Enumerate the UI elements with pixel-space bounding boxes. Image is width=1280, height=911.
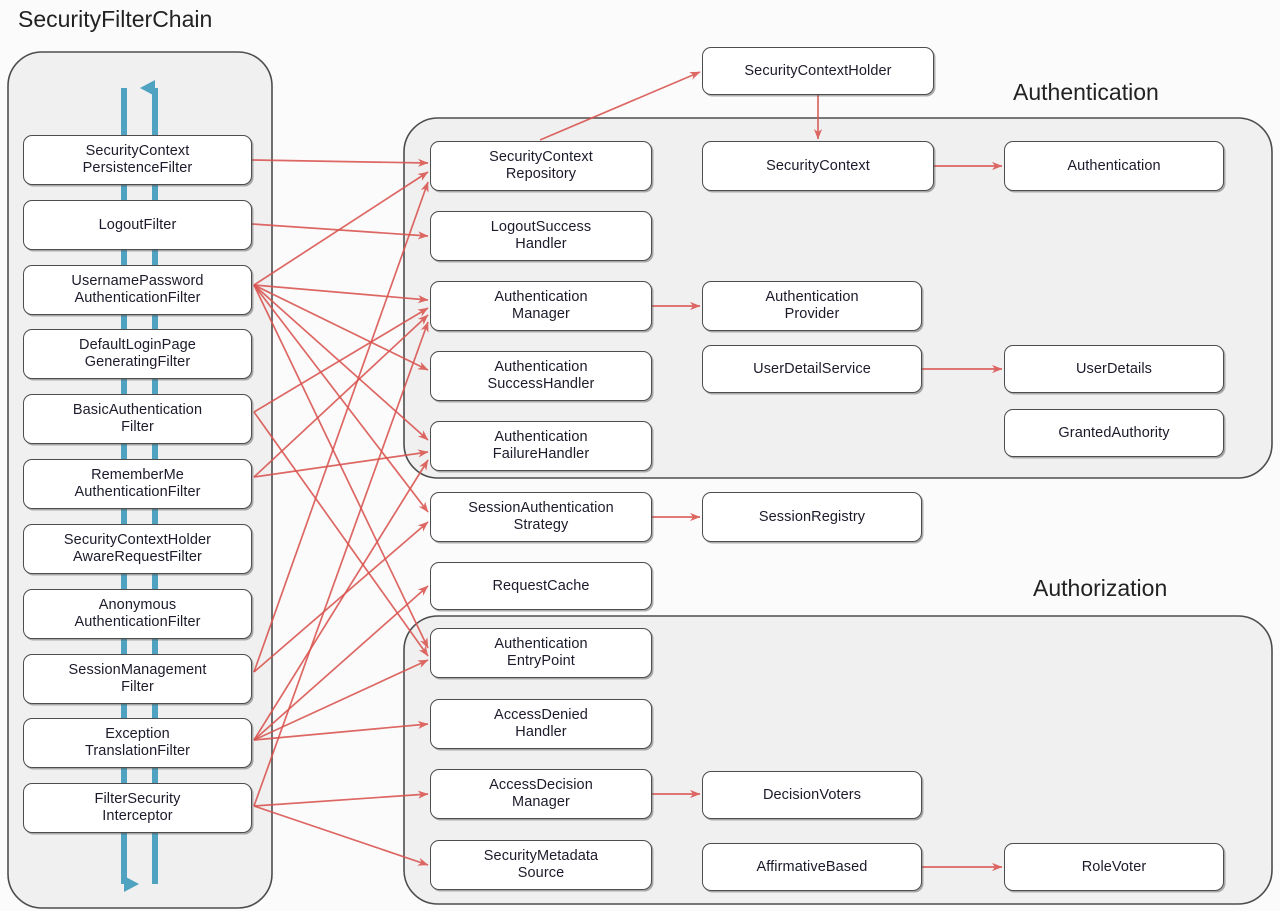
link-ExceptionTranslationFilter-to-AuthenticationFailureHandler — [253, 459, 429, 741]
node-security-context[interactable]: SecurityContext — [702, 141, 934, 191]
link-FilterSecurityInterceptor-to-AccessDecisionManager — [253, 790, 429, 807]
node-label: SessionRegistry — [758, 508, 866, 525]
relationship-arrows — [251, 71, 1003, 872]
group-title-filter-chain: SecurityFilterChain — [18, 6, 213, 32]
node-request-cache[interactable]: RequestCache — [430, 562, 652, 610]
link-UsernamePasswordAuthenticationFilter-to-AuthenticationEntryPoint — [253, 284, 429, 649]
node-label: Authentication — [1067, 157, 1161, 174]
node-label: SecurityContextHolder — [744, 62, 892, 79]
link-FilterSecurityInterceptor-to-SecurityMetadataSource — [253, 805, 429, 866]
group-title-authentication: Authentication — [1013, 79, 1159, 105]
node-label: RoleVoter — [1081, 858, 1147, 875]
node-security-context-holder[interactable]: SecurityContextHolder — [702, 47, 934, 95]
link-SecurityContextRepository-to-SecurityContextHolder — [539, 71, 701, 141]
link-ExceptionTranslationFilter-to-AuthenticationEntryPoint — [253, 659, 429, 741]
link-UsernamePasswordAuthenticationFilter-to-AuthenticationSuccessHandler — [253, 284, 429, 371]
node-label: SecurityContext — [766, 157, 870, 174]
link-UsernamePasswordAuthenticationFilter-to-SessionAuthenticationStrategy — [253, 284, 429, 513]
link-ExceptionTranslationFilter-to-RequestCache — [253, 585, 429, 741]
link-SessionManagementFilter-to-SessionAuthenticationStrategy — [253, 521, 429, 673]
link-FilterSecurityInterceptor-to-AuthenticationManager — [253, 321, 429, 807]
link-SessionManagementFilter-to-SecurityContextRepository — [253, 181, 429, 673]
link-UsernamePasswordAuthenticationFilter-to-AuthenticationManager — [253, 284, 429, 304]
link-BasicAuthenticationFilter-to-AuthenticationManager — [253, 307, 429, 413]
node-label: DecisionVoters — [762, 786, 862, 803]
node-role-voter[interactable]: RoleVoter — [1004, 843, 1224, 891]
link-RememberMeAuthenticationFilter-to-AuthenticationFailureHandler — [253, 449, 429, 478]
node-user-detail-service[interactable]: UserDetailService — [702, 345, 922, 393]
group-title-authorization: Authorization — [1033, 575, 1168, 601]
node-session-registry[interactable]: SessionRegistry — [702, 492, 922, 542]
group-authorization — [403, 615, 1273, 905]
link-UsernamePasswordAuthenticationFilter-to-SecurityContextRepository — [253, 171, 429, 286]
node-granted-authority[interactable]: GrantedAuthority — [1004, 409, 1224, 457]
node-decision-voters[interactable]: DecisionVoters — [702, 771, 922, 819]
link-UsernamePasswordAuthenticationFilter-to-AuthenticationFailureHandler — [253, 284, 429, 441]
node-label: GrantedAuthority — [1058, 424, 1170, 441]
link-RememberMeAuthenticationFilter-to-AuthenticationManager — [253, 314, 429, 478]
link-ExceptionTranslationFilter-to-AccessDeniedHandler — [253, 720, 429, 741]
link-BasicAuthenticationFilter-to-AuthenticationEntryPoint — [253, 411, 429, 657]
node-label: RequestCache — [492, 577, 590, 594]
node-label: AffirmativeBased — [756, 858, 868, 875]
node-label: UserDetails — [1075, 360, 1153, 377]
link-SecurityContextPersistenceFilter-to-SecurityContextRepository — [251, 158, 429, 167]
node-label: UserDetailService — [753, 360, 871, 377]
node-authentication-node[interactable]: Authentication — [1004, 141, 1224, 191]
node-label: LogoutFilter — [98, 216, 177, 233]
node-affirmative-based[interactable]: AffirmativeBased — [702, 843, 922, 891]
filter-filter-1[interactable]: LogoutFilter — [23, 200, 252, 250]
node-user-details[interactable]: UserDetails — [1004, 345, 1224, 393]
